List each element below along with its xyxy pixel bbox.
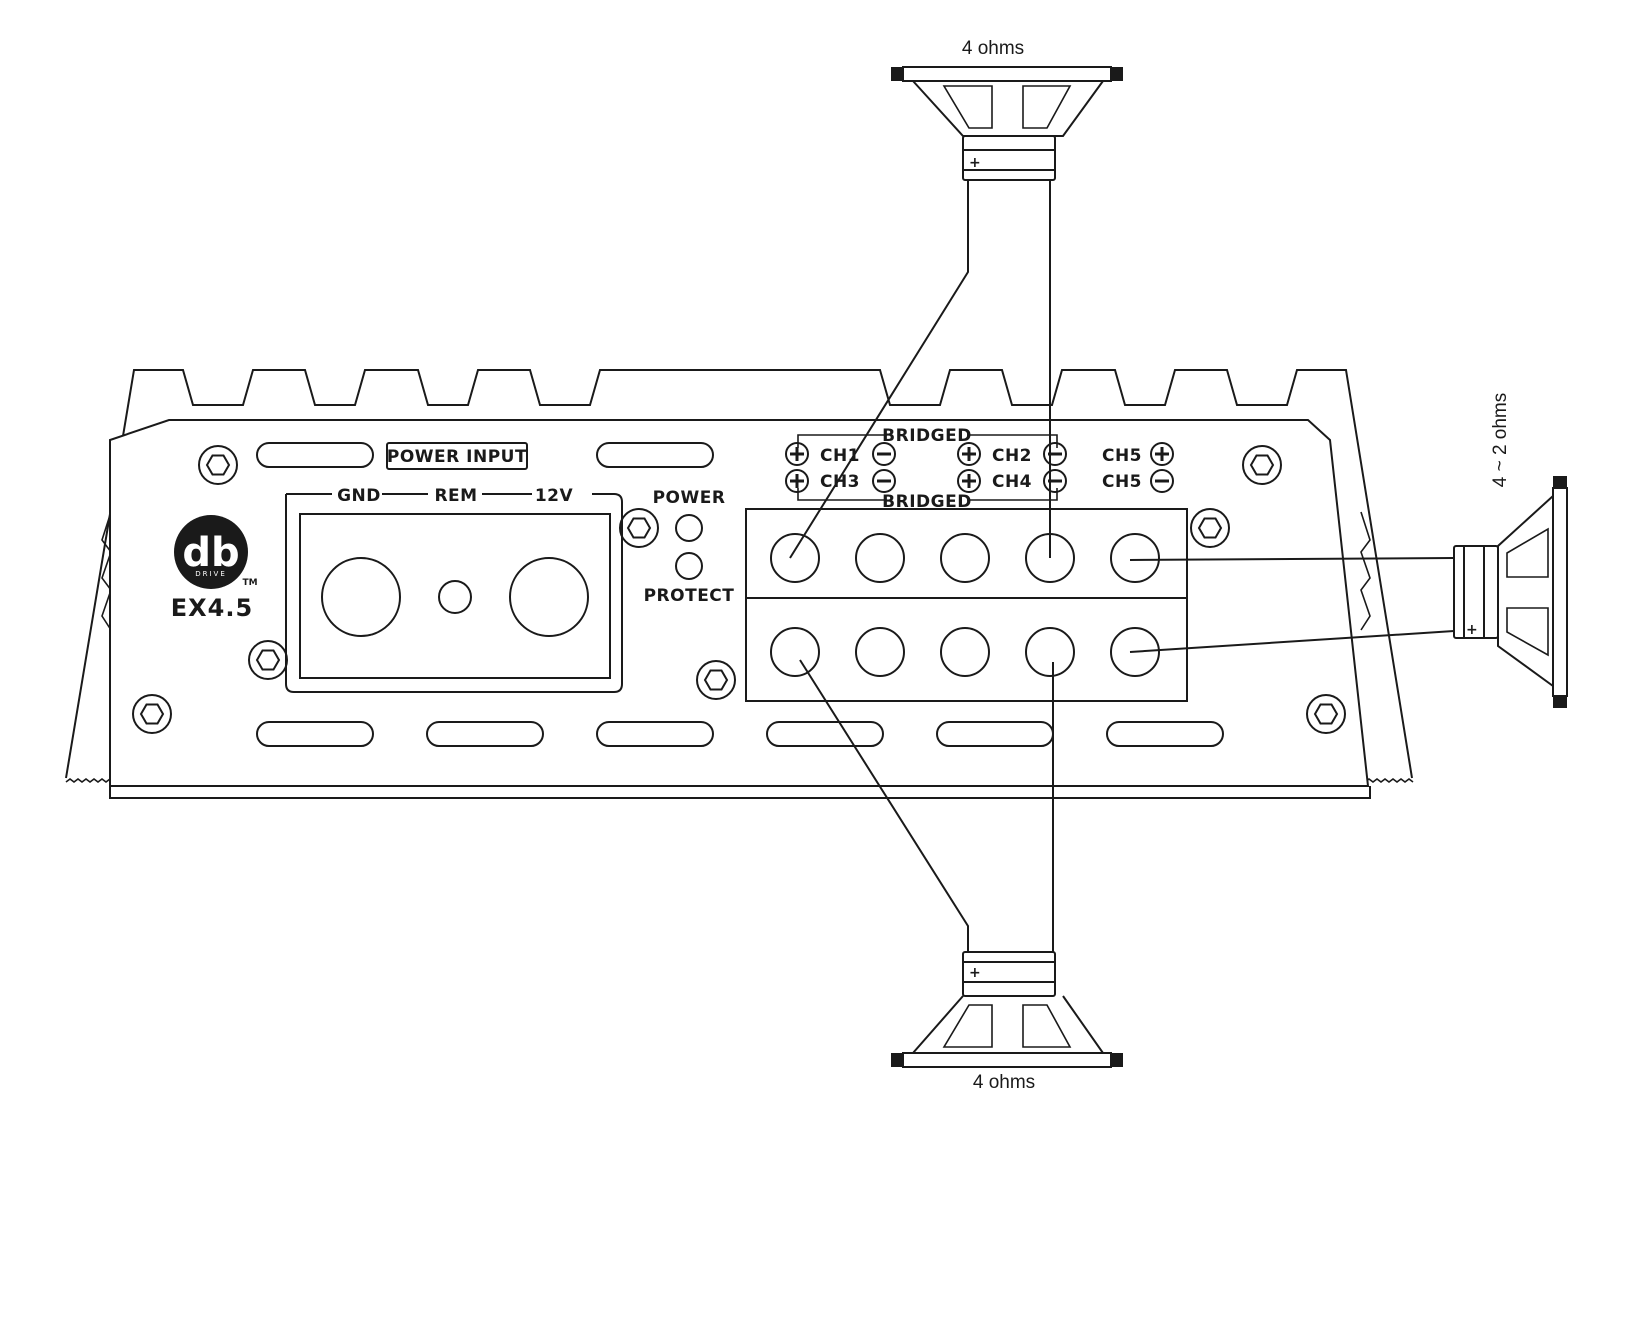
bridged-top-label: BRIDGED (882, 426, 972, 446)
amplifier-base (109, 786, 1371, 799)
gnd-terminal[interactable] (321, 557, 401, 637)
top-speaker: 4 ohms + (891, 38, 1123, 181)
vent-slot (1106, 721, 1224, 747)
hex-screw-icon (1306, 694, 1346, 734)
wire-right-negative (1129, 557, 1455, 561)
hex-screw-icon (132, 694, 172, 734)
terminal-bottom-2[interactable] (855, 627, 905, 677)
speaker-terminal-block (745, 508, 1188, 702)
plus-circle-icon (785, 469, 809, 493)
12v-label: 12V (535, 486, 574, 506)
hex-screw-icon (619, 508, 659, 548)
vent-slot (766, 721, 884, 747)
bottom-speaker-impedance: 4 ohms (973, 1072, 1035, 1093)
terminal-top-3[interactable] (940, 533, 990, 583)
heatsink-edge-left (65, 778, 115, 783)
power-led-label: POWER (653, 488, 726, 508)
plus-circle-icon (957, 442, 981, 466)
minus-circle-icon (1150, 469, 1174, 493)
terminal-bottom-1[interactable] (770, 627, 820, 677)
right-speaker: 4 ~ 2 ohms + (1453, 393, 1568, 708)
vent-slot (596, 721, 714, 747)
model-name: EX4.5 (171, 594, 253, 622)
vent-slot (596, 442, 714, 468)
ch4-label: CH4 (992, 472, 1032, 492)
wire-bottom-positive (799, 659, 969, 952)
rem-label: REM (434, 486, 477, 506)
12v-terminal[interactable] (509, 557, 589, 637)
vent-slot (256, 442, 374, 468)
power-terminal-block: GND REM 12V (285, 486, 623, 693)
ch3-label: CH3 (820, 472, 860, 492)
terminal-top-5[interactable] (1110, 533, 1160, 583)
vent-slot (256, 721, 374, 747)
power-led (675, 514, 703, 542)
terminal-bottom-4[interactable] (1025, 627, 1075, 677)
top-speaker-impedance: 4 ohms (962, 38, 1024, 59)
heatsink-side-right (1360, 511, 1371, 631)
power-input-label: POWER INPUT (387, 447, 527, 467)
top-speaker-plus: + (969, 155, 981, 171)
plus-circle-icon (785, 442, 809, 466)
right-speaker-impedance: 4 ~ 2 ohms (1490, 393, 1511, 488)
heatsink-edge-right (1364, 778, 1414, 783)
wire-top-positive (789, 180, 969, 559)
vent-slot (426, 721, 544, 747)
protect-led-label: PROTECT (644, 586, 735, 606)
hex-screw-icon (1242, 445, 1282, 485)
bottom-speaker: + 4 ohms (891, 951, 1123, 1093)
minus-circle-icon (872, 469, 896, 493)
hex-screw-icon (198, 445, 238, 485)
logo-trademark: TM (242, 578, 257, 588)
terminal-top-2[interactable] (855, 533, 905, 583)
logo-word: DRIVE (195, 570, 227, 578)
rem-terminal[interactable] (438, 580, 472, 614)
right-speaker-plus: + (1466, 622, 1478, 638)
amplifier: db DRIVE TM EX4.5 POWER INPUT GND REM 12… (65, 369, 1414, 799)
wire-right-positive (1129, 630, 1455, 653)
speaker-wires (789, 180, 1455, 952)
bottom-speaker-plus: + (969, 965, 981, 981)
power-input-label-box (386, 442, 528, 470)
heatsink-side-left (101, 511, 112, 631)
hex-screw-icon (696, 660, 736, 700)
ch5-top-label: CH5 (1102, 446, 1142, 466)
terminal-top-1[interactable] (770, 533, 820, 583)
terminal-bottom-5[interactable] (1110, 627, 1160, 677)
ch2-label: CH2 (992, 446, 1032, 466)
gnd-label: GND (337, 486, 381, 506)
heatsink-outline (65, 369, 1413, 779)
bridged-bottom-label: BRIDGED (882, 492, 972, 512)
minus-circle-icon (872, 442, 896, 466)
protect-led (675, 552, 703, 580)
plus-circle-icon (1150, 442, 1174, 466)
logo-initials: db (182, 530, 239, 576)
amplifier-front-panel (109, 419, 1370, 787)
hex-screw-icon (1190, 508, 1230, 548)
plus-circle-icon (957, 469, 981, 493)
db-drive-logo: db DRIVE TM (174, 515, 258, 589)
ch5-bottom-label: CH5 (1102, 472, 1142, 492)
terminal-bottom-3[interactable] (940, 627, 990, 677)
